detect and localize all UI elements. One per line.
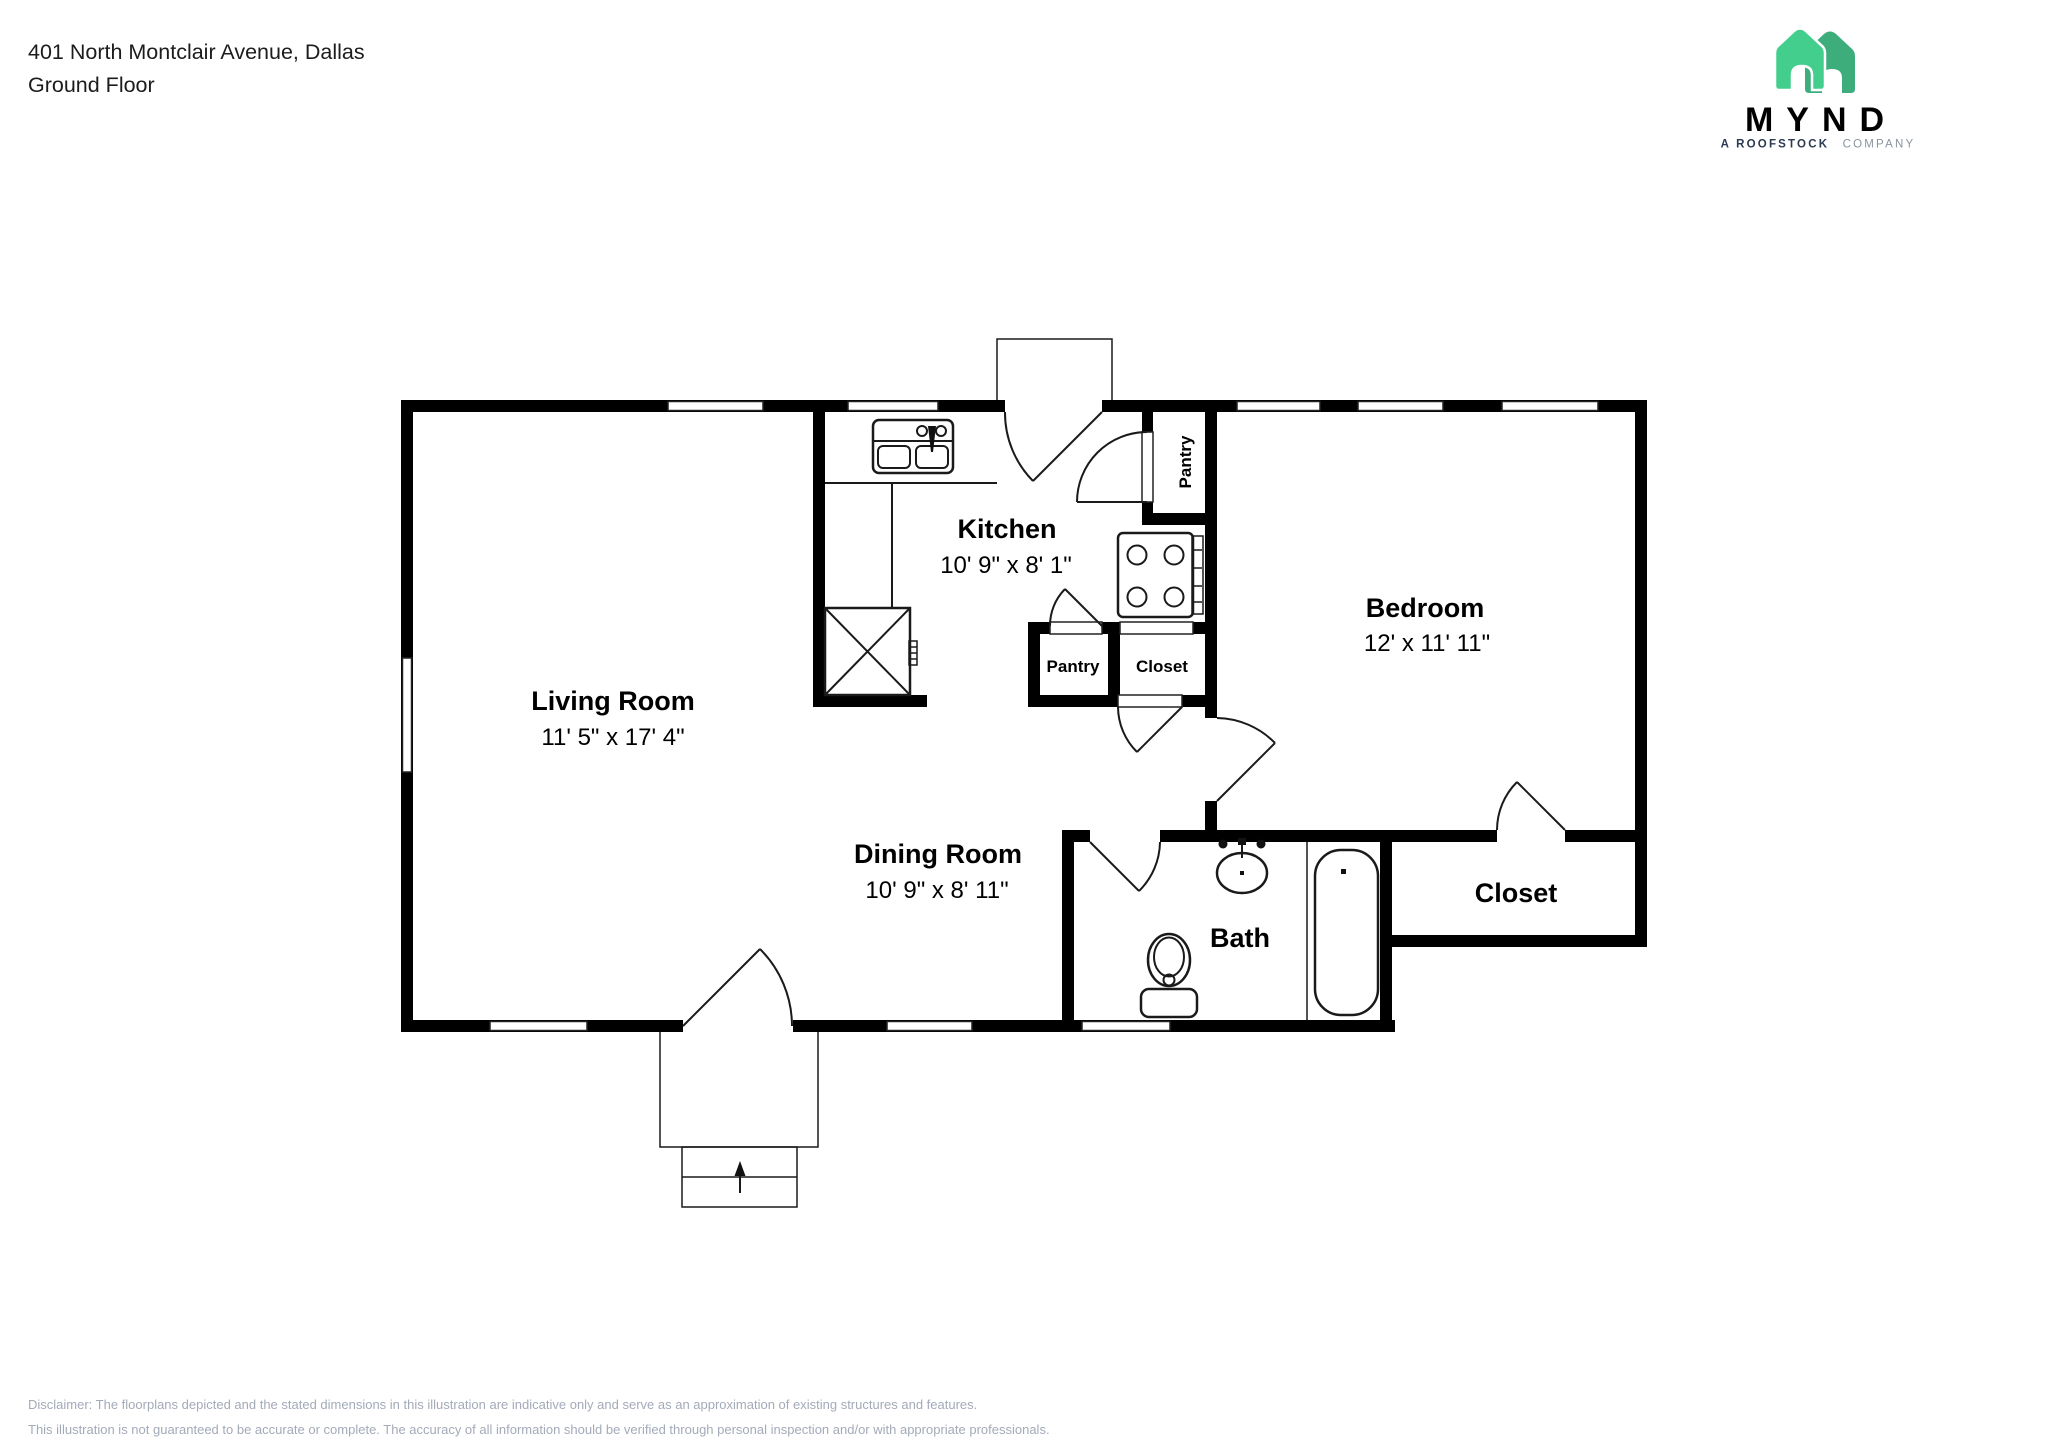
opening-bath-door [1090,830,1160,842]
bathtub-icon [1306,842,1380,1020]
bath-label: Bath [1210,923,1270,953]
opening-bedroom-closet-door [1497,830,1565,842]
stove-icon [1116,531,1204,619]
door-openings [683,400,1565,1032]
wall-right-bedroom [1635,400,1647,947]
bath-sink-icon [1215,838,1269,895]
porches [659,338,1113,1208]
small-closet-door-swing [1117,706,1183,753]
opening-bedroom-door [1205,718,1217,801]
wall-bath-right [1380,830,1392,1032]
bath-door-swing [1089,841,1161,892]
wall-block-mid [1108,622,1120,707]
wall-pantry-bottom [1142,513,1217,525]
slab-small-closet-top [1119,621,1194,635]
logo-brand-text: MYND [1745,101,1897,139]
page-title: 401 North Montclair Avenue, Dallas Groun… [28,36,365,102]
walls [401,400,1647,1032]
slab-wall-pantry-door [1141,431,1154,503]
dining-room-label: Dining Room [854,839,1022,869]
slab-small-closet-bottom [1117,694,1183,708]
logo-tagline: A ROOFSTOCK COMPANY [1721,139,1916,151]
door-swings [682,411,1566,1027]
kitchen-dims: 10' 9" x 8' 1" [940,552,1072,579]
window-bedroom-top-1 [1236,400,1321,412]
mynd-logo: MYND A ROOFSTOCK COMPANY [1721,27,1916,151]
logo-house-light-icon [1773,27,1827,92]
front-door-swing [682,948,793,1027]
kitchen-label: Kitchen [957,514,1056,544]
disclaimer-line-1: Disclaimer: The floorplans depicted and … [28,1397,978,1412]
wall-kitchen-stub [813,695,927,707]
kitchen-counter-line [825,482,997,608]
refrigerator-icon [823,606,918,697]
wall-closet-bottom [1380,935,1647,947]
window-living-left [401,657,413,773]
slab-small-pantry-door [1049,621,1103,635]
logo-tagline-bold: A ROOFSTOCK [1721,139,1830,151]
window-living-bottom [489,1020,588,1032]
room-labels: Living Room 11' 5" x 17' 4" Kitchen 10' … [531,435,1557,953]
living-room-dims: 11' 5" x 17' 4" [541,724,684,751]
floor-line: Ground Floor [28,73,155,97]
small-pantry-label: Pantry [1047,657,1100,676]
logo-tagline-light: COMPANY [1843,139,1916,151]
wall-block-left [1028,622,1040,707]
disclaimer-line-2: This illustration is not guaranteed to b… [28,1422,1050,1437]
window-bedroom-top-3 [1501,400,1599,412]
window-bedroom-top-2 [1357,400,1444,412]
opening-front-door [683,1020,793,1032]
wall-bedroom-bath-divider [1062,830,1635,842]
bedroom-dims: 12' x 11' 11" [1364,630,1490,657]
disclaimer: Disclaimer: The floorplans depicted and … [28,1392,1050,1442]
bedroom-closet-label: Closet [1475,878,1558,908]
address-line: 401 North Montclair Avenue, Dallas [28,40,365,64]
wall-living-kitchen [813,400,825,707]
wall-pantry-label: Pantry [1176,435,1195,488]
window-dining-bottom [886,1020,973,1032]
bedroom-closet-door-swing [1496,781,1566,831]
toilet-icon [1139,932,1199,1019]
windows [401,400,1599,1032]
window-bath-bottom [1081,1020,1171,1032]
bedroom-label: Bedroom [1366,593,1485,623]
entry-arrow-icon [734,1161,746,1193]
living-room-label: Living Room [531,686,695,716]
bedroom-door-swing [1216,717,1276,802]
opening-kitchen-entry [1005,400,1102,412]
small-pantry-door-swing [1048,588,1103,627]
wall-pantry-door-swing [1076,431,1148,503]
kitchen-entry-door-swing [1003,411,1103,482]
dining-room-dims: 10' 9" x 8' 11" [865,877,1008,904]
rear-stoop [996,338,1113,400]
front-porch [659,1032,819,1148]
wall-bath-left [1062,830,1074,1032]
window-living-top-2 [847,400,939,412]
window-living-top-1 [667,400,764,412]
wall-kitchen-right [1205,400,1217,718]
kitchen-sink-icon [871,418,955,475]
small-closet-label: Closet [1136,657,1188,676]
